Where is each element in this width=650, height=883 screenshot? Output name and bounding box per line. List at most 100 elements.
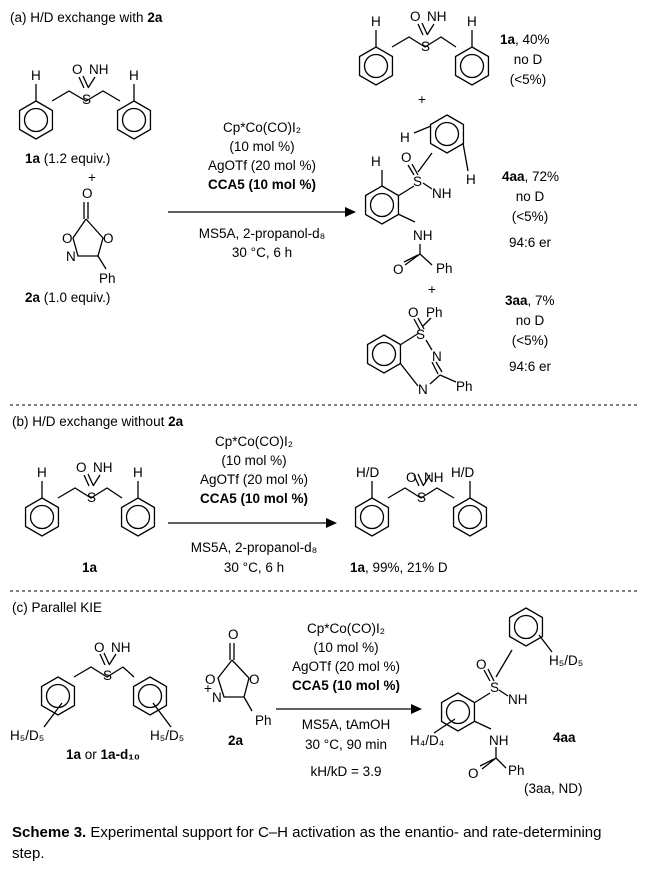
svg-text:(10 mol %): (10 mol %)	[221, 453, 286, 468]
product-1a-deuterium: no D	[514, 52, 543, 67]
product-4aa-structure: H H O S NH H NH O Ph	[364, 114, 476, 277]
svg-text:O: O	[72, 62, 83, 77]
product-4aa-deuterium: no D	[516, 189, 545, 204]
svg-text:H: H	[371, 154, 381, 169]
conditions-c: Cp*Co(CO)I₂ (10 mol %) AgOTf (20 mol %) …	[292, 621, 400, 779]
svg-text:NH: NH	[489, 733, 509, 748]
product-3aa-note: (3aa, ND)	[524, 781, 583, 796]
conditions-a: Cp*Co(CO)I₂ (10 mol %) AgOTf (20 mol %) …	[199, 120, 325, 260]
sulfoximine-1a-structure: H O NH H S	[18, 62, 152, 140]
svg-text:N: N	[66, 249, 76, 264]
reaction-scheme: (a) H/D exchange with 2a H O NH H S 1a (…	[10, 9, 640, 796]
svg-text:H/D: H/D	[356, 465, 380, 480]
svg-text:kH/kD = 3.9: kH/kD = 3.9	[311, 764, 382, 779]
conditions-b: Cp*Co(CO)I₂ (10 mol %) AgOTf (20 mol %) …	[191, 434, 317, 575]
scheme-caption: Scheme 3. Experimental support for C–H a…	[12, 822, 632, 864]
plus-sign: +	[428, 282, 436, 297]
product-3aa-deuterium: no D	[516, 313, 545, 328]
svg-text:O: O	[94, 640, 105, 655]
svg-text:S: S	[417, 490, 426, 505]
svg-text:N: N	[212, 690, 222, 705]
svg-text:S: S	[413, 174, 422, 189]
svg-text:H: H	[466, 172, 476, 187]
product-3aa-structure: O Ph S N N Ph	[366, 305, 473, 397]
arrowhead-c	[411, 704, 422, 714]
svg-text:30 °C, 90 min: 30 °C, 90 min	[305, 737, 387, 752]
product-4aa-deuterium-level: (<5%)	[512, 209, 548, 224]
svg-text:MS5A, 2-propanol-d₈: MS5A, 2-propanol-d₈	[199, 226, 325, 241]
svg-text:Cp*Co(CO)I₂: Cp*Co(CO)I₂	[215, 434, 293, 449]
svg-text:Ph: Ph	[456, 379, 473, 394]
arrowhead-a	[345, 207, 356, 217]
svg-text:NH: NH	[111, 640, 131, 655]
svg-text:H₅/D₅: H₅/D₅	[10, 728, 44, 743]
svg-text:Ph: Ph	[436, 261, 453, 276]
svg-text:S: S	[421, 39, 430, 54]
svg-text:O: O	[393, 262, 404, 277]
svg-text:S: S	[490, 680, 499, 695]
svg-text:O: O	[249, 672, 260, 687]
svg-text:H₄/D₄: H₄/D₄	[410, 733, 444, 748]
product-1a-deuterated-structure: H/D O NH H/D S	[354, 465, 488, 537]
svg-text:(10 mol %): (10 mol %)	[229, 139, 294, 154]
svg-text:30 °C, 6 h: 30 °C, 6 h	[232, 245, 292, 260]
svg-text:O: O	[82, 186, 93, 201]
sm-1a-label-b: 1a	[82, 560, 98, 575]
svg-text:Ph: Ph	[508, 763, 525, 778]
svg-text:O: O	[228, 627, 239, 642]
svg-text:NH: NH	[424, 470, 444, 485]
product-1a-d-yield: 1a, 99%, 21% D	[350, 560, 448, 575]
svg-text:S: S	[103, 668, 112, 683]
svg-text:H: H	[31, 68, 41, 83]
svg-text:NH: NH	[89, 62, 109, 77]
svg-text:H₅/D₅: H₅/D₅	[549, 653, 583, 668]
svg-text:O: O	[62, 231, 73, 246]
svg-text:MS5A, 2-propanol-d₈: MS5A, 2-propanol-d₈	[191, 540, 317, 555]
svg-text:AgOTf (20 mol %): AgOTf (20 mol %)	[200, 472, 308, 487]
caption-label: Scheme 3.	[12, 824, 87, 841]
product-4aa-structure-c: O S NH NH O Ph H₅/D₅ H₄/D₄	[410, 607, 583, 781]
sulfoximine-1a-d10-structure: O NH S H₅/D₅ H₅/D₅	[10, 640, 184, 743]
section-c-label: (c) Parallel KIE	[12, 600, 102, 615]
svg-text:NH: NH	[508, 692, 528, 707]
plus-sign: +	[88, 170, 96, 185]
svg-text:O: O	[476, 657, 487, 672]
product-4aa-er: 94:6 er	[509, 235, 552, 250]
dioxazolone-2a-structure: O O O N Ph	[62, 186, 116, 286]
svg-text:O: O	[410, 9, 421, 24]
svg-text:Cp*Co(CO)I₂: Cp*Co(CO)I₂	[307, 621, 385, 636]
arrowhead-b	[326, 518, 337, 528]
svg-text:O: O	[205, 672, 216, 687]
dioxazolone-2a-structure-c: O O O N Ph	[205, 627, 272, 728]
caption-text: Experimental support for C–H activation …	[12, 824, 602, 862]
svg-text:Cp*Co(CO)I₂: Cp*Co(CO)I₂	[223, 120, 301, 135]
product-4aa-label-c: 4aa	[553, 730, 576, 745]
sm-1a-label: 1a (1.2 equiv.)	[25, 151, 110, 166]
svg-text:Ph: Ph	[255, 713, 272, 728]
svg-text:Ph: Ph	[426, 305, 443, 320]
svg-text:H/D: H/D	[451, 465, 475, 480]
svg-text:O: O	[408, 305, 419, 320]
svg-text:CCA5 (10 mol %): CCA5 (10 mol %)	[208, 177, 316, 192]
svg-text:H: H	[133, 465, 143, 480]
plus-sign: +	[204, 681, 212, 696]
svg-text:S: S	[87, 490, 96, 505]
svg-text:O: O	[468, 766, 479, 781]
sm-1a-or-1a-d10-label: 1a or 1a-d₁₀	[66, 747, 140, 762]
svg-text:NH: NH	[432, 186, 452, 201]
svg-text:H: H	[37, 465, 47, 480]
svg-text:CCA5 (10 mol %): CCA5 (10 mol %)	[292, 678, 400, 693]
product-1a-yield: 1a, 40%	[500, 32, 550, 47]
svg-text:N: N	[432, 349, 442, 364]
section-a-label: (a) H/D exchange with 2a	[10, 10, 163, 25]
svg-text:CCA5 (10 mol %): CCA5 (10 mol %)	[200, 491, 308, 506]
svg-text:O: O	[401, 150, 412, 165]
sm-2a-label: 2a (1.0 equiv.)	[25, 290, 110, 305]
sulfoximine-1a-structure-b: H O NH H S	[24, 460, 156, 537]
product-3aa-yield: 3aa, 7%	[505, 293, 555, 308]
svg-text:H₅/D₅: H₅/D₅	[150, 728, 184, 743]
svg-text:AgOTf (20 mol %): AgOTf (20 mol %)	[208, 158, 316, 173]
product-3aa-deuterium-level: (<5%)	[512, 333, 548, 348]
product-1a-structure: H O NH H S	[358, 9, 490, 86]
svg-text:O: O	[103, 231, 114, 246]
